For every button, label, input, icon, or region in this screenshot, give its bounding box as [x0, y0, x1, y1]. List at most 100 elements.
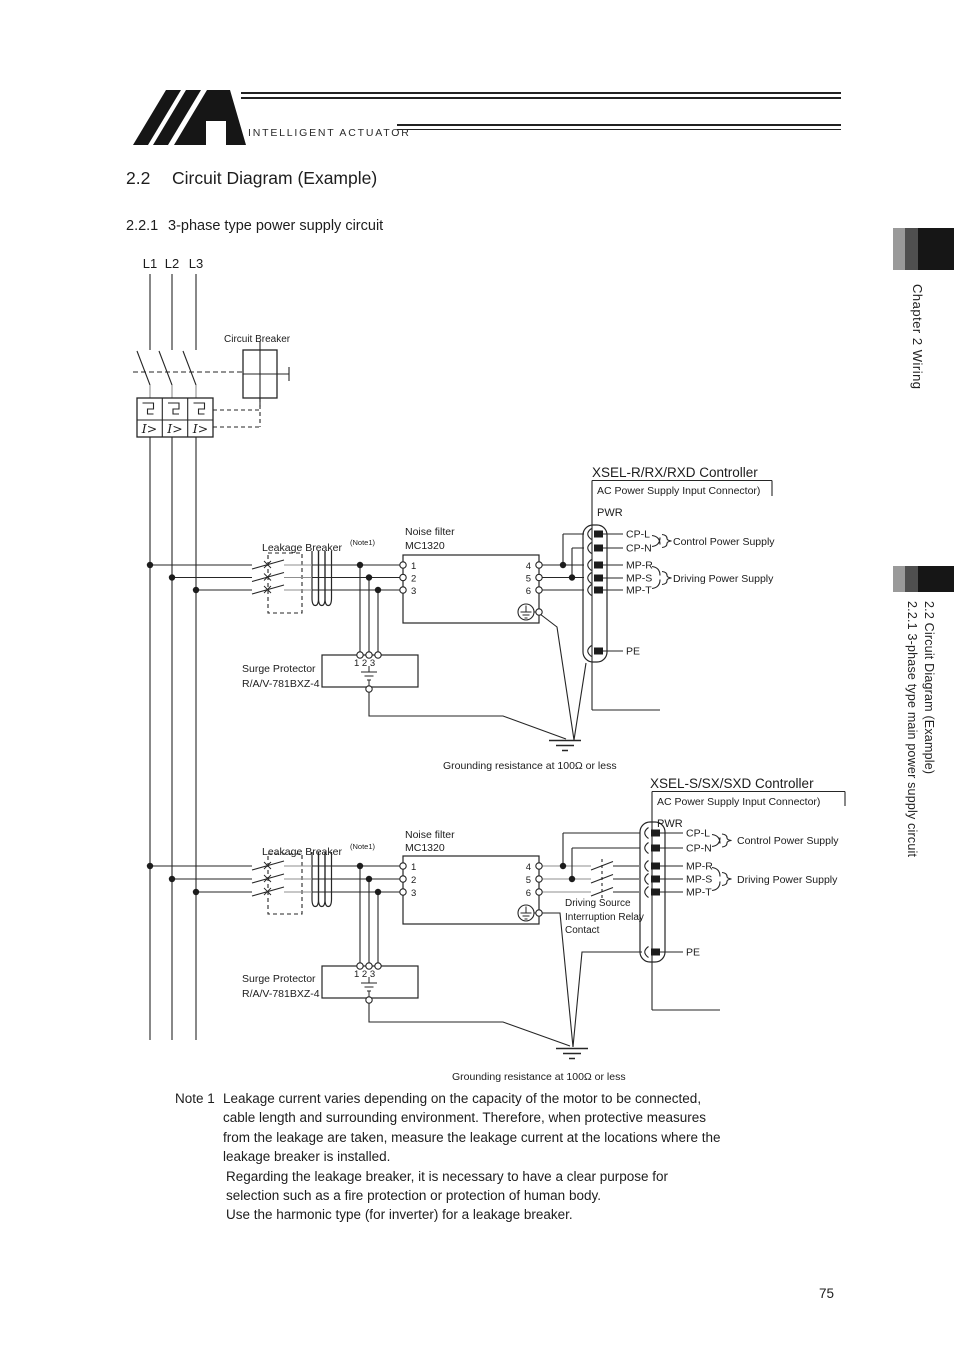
nf1-out-4: 4: [526, 561, 531, 572]
header-rule: [241, 97, 841, 99]
connector-header-1: AC Power Supply Input Connector): [597, 485, 760, 497]
pin-label: MP-S: [686, 874, 712, 886]
surge-protector-name-2: Surge Protector: [242, 973, 316, 985]
subsection-title: 3-phase type power supply circuit: [168, 218, 384, 234]
header-rule: [241, 92, 841, 94]
earth-ground-1: [539, 613, 587, 752]
note-line: selection such as a fire protection or p…: [226, 1188, 601, 1204]
group-driving-1: Driving Power Supply: [673, 573, 774, 585]
terminals: [356, 561, 543, 1004]
note-line: leakage breaker is installed.: [223, 1149, 391, 1165]
interruption-relay-contacts: [590, 859, 639, 899]
connector-header-2: AC Power Supply Input Connector): [657, 796, 820, 808]
nf1-out-6: 6: [526, 586, 531, 597]
surge-protector-model-2: R/A/V-781BXZ-4: [242, 988, 320, 1000]
subsection-heading: 2.2.1 3-phase type power supply circuit: [126, 218, 383, 234]
page-number: 75: [819, 1286, 835, 1301]
circuit-breaker-label: Circuit Breaker: [224, 334, 291, 345]
pin-label: CP-L: [686, 828, 710, 840]
pin-label: PE: [626, 646, 640, 658]
nf2-in-1: 1: [411, 862, 416, 873]
nf2-out-4: 4: [526, 862, 531, 873]
connector-name-1: PWR: [597, 507, 623, 519]
group-driving-2: Driving Power Supply: [737, 874, 838, 886]
leakage-breaker-2: [150, 853, 303, 915]
pin-label: MP-R: [686, 861, 713, 873]
section-number: 2.2: [126, 168, 151, 188]
circuit-breaker-symbol: [133, 341, 290, 428]
phase-lines: [136, 274, 197, 1040]
nf2-out-5: 5: [526, 875, 531, 886]
nf2-in-3: 3: [411, 888, 416, 899]
current-transformer-1: [311, 551, 333, 607]
noise-filter-model-1: MC1320: [405, 540, 445, 552]
current-transformer-2: [311, 852, 333, 908]
relay-label: Contact: [565, 925, 600, 936]
nf1-in-2: 2: [411, 574, 416, 585]
section-tab-text: 2.2 Circuit Diagram (Example) 2.2.1 3-ph…: [903, 601, 937, 857]
note-line: Regarding the leakage breaker, it is nec…: [226, 1168, 669, 1184]
noise-filter-2: [402, 855, 540, 925]
noise-filter-1: [402, 554, 540, 624]
controller-1-outline: [582, 479, 773, 711]
section-tab-line1: 2.2 Circuit Diagram (Example): [922, 601, 936, 775]
noise-filter-name-2: Noise filter: [405, 829, 455, 841]
controller-title-2: XSEL-S/SX/SXD Controller: [650, 776, 814, 791]
phase-label-l3: L3: [189, 256, 203, 271]
group-braces-2: [711, 833, 732, 892]
nf2-in-2: 2: [411, 875, 416, 886]
header-rule: [397, 124, 841, 126]
note-line: from the leakage are taken, measure the …: [223, 1129, 721, 1145]
phase-label-l1: L1: [143, 256, 157, 271]
nf1-out-5: 5: [526, 574, 531, 585]
nf2-out-6: 6: [526, 888, 531, 899]
release-symbol: I>: [166, 421, 182, 436]
phase-label-l2: L2: [165, 256, 179, 271]
note-line: cable length and surrounding environment…: [223, 1110, 707, 1126]
pin-label: MP-R: [626, 560, 653, 572]
pin-label: MP-S: [626, 573, 652, 585]
pin-label: CP-N: [686, 843, 712, 855]
earth-ground-2: [542, 912, 642, 1060]
note-label: Note 1: [175, 1091, 215, 1106]
release-symbol: I>: [192, 421, 208, 436]
wire: [562, 832, 640, 879]
group-control-2: Control Power Supply: [737, 835, 839, 847]
overcurrent-release-block: [136, 397, 214, 438]
wire: [284, 865, 312, 893]
controller-title-1: XSEL-R/RX/RXD Controller: [592, 465, 758, 480]
note-block: Note 1 Leakage current varies depending …: [175, 1089, 865, 1225]
chapter-tab-text: Chapter 2 Wiring: [910, 284, 925, 390]
note-line: Leakage current varies depending on the …: [223, 1091, 702, 1106]
iai-logo-icon: [133, 90, 246, 145]
junction-dots: [146, 561, 576, 896]
pin-label: MP-T: [686, 887, 712, 899]
group-braces-1: [651, 533, 672, 590]
connector-pins-1: [587, 528, 623, 657]
wire: [284, 564, 312, 591]
leakage-breaker-label-1: Leakage Breaker: [262, 542, 342, 554]
pin-label: PE: [686, 947, 700, 959]
grounding-note-1: Grounding resistance at 100Ω or less: [443, 760, 617, 772]
grounding-note-2: Grounding resistance at 100Ω or less: [452, 1071, 626, 1083]
surge-terminals-2: 1 2 3: [354, 969, 375, 980]
nf1-in-1: 1: [411, 561, 416, 572]
header-rule: [397, 128, 841, 131]
surge-protector-name-1: Surge Protector: [242, 663, 316, 675]
brand-wordmark: INTELLIGENT ACTUATOR: [248, 127, 411, 139]
pin-label: CP-N: [626, 543, 652, 555]
leakage-breaker-note-sup-2: (Note1): [350, 842, 376, 851]
note-text: Leakage current varies depending on the …: [223, 1089, 721, 1225]
section-tab-line2: 2.2.1 3-phase type main power supply cir…: [905, 601, 919, 858]
surge-terminals-1: 1 2 3: [354, 658, 375, 669]
connector-pins-2: [644, 827, 683, 958]
noise-filter-model-2: MC1320: [405, 842, 445, 854]
wire: [359, 565, 379, 652]
subsection-number: 2.2.1: [126, 218, 159, 234]
pin-label: MP-T: [626, 585, 652, 597]
section-heading: 2.2 Circuit Diagram (Example): [126, 168, 377, 189]
surge-protector-model-1: R/A/V-781BXZ-4: [242, 678, 320, 690]
relay-label: Driving Source: [565, 898, 631, 909]
